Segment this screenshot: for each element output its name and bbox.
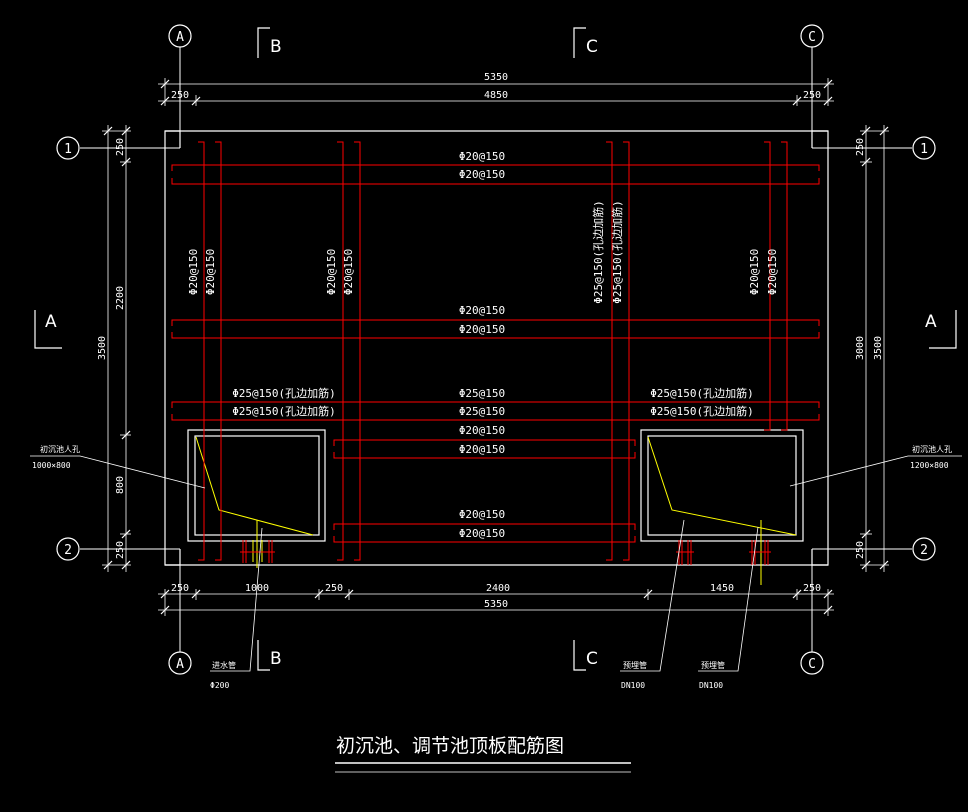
dim-left-mid: 2200 [115,286,126,310]
section-label-c-bottom: C [586,649,598,669]
rebar-label-h3-mid-top: Φ25@150 [459,387,505,400]
rebar-label-h4-top: Φ20@150 [459,424,505,437]
axis-label-1-right: 1 [920,142,928,157]
rebar-label-v1-inner: Φ20@150 [204,249,217,295]
section-label-b-top: B [270,37,282,57]
rebar-label-h5-bottom: Φ20@150 [459,527,505,540]
note-pipe-3: 预埋管 [701,660,725,670]
rebar-label-h2-top: Φ20@150 [459,304,505,317]
note-left-hole: 初沉池人孔 [40,444,80,454]
rebar-label-h1-top: Φ20@150 [459,150,505,163]
axis-label-a-bottom: A [176,657,184,672]
dim-top-right: 250 [803,90,821,101]
section-label-b-bottom: B [270,649,282,669]
rebar-label-h4-bottom: Φ20@150 [459,443,505,456]
rebar-label-h3-mid-bottom: Φ25@150 [459,405,505,418]
rebar-label-h2-bottom: Φ20@150 [459,323,505,336]
axis-label-2-right: 2 [920,543,928,558]
rebar-horizontal [171,164,820,543]
section-label-a-left: A [45,312,57,332]
note-pipe-2: 预埋管 [623,660,647,670]
axis-label-c-top: C [808,30,816,45]
note-pipe-2-size: DN100 [621,681,645,690]
note-pipe-3-size: DN100 [699,681,723,690]
axis-bubbles [56,24,936,675]
dim-bottom-total: 5350 [484,599,508,610]
axis-label-c-bottom: C [808,657,816,672]
rebar-label-v3-outer: Φ25@150(孔边加筋) [591,200,605,304]
rebar-label-h5-top: Φ20@150 [459,508,505,521]
dim-top-left: 250 [171,90,189,101]
dim-bottom-3: 250 [325,583,343,594]
dim-bottom-1: 250 [171,583,189,594]
rebar-label-h3-left-top: Φ25@150(孔边加筋) [232,386,336,400]
leader-lines [30,455,962,672]
dim-right-bot: 250 [855,541,866,559]
rebar-vertical [198,141,788,565]
dim-left-low: 800 [115,476,126,494]
dim-right-mid: 3000 [855,336,866,360]
dim-top-mid: 4850 [484,90,508,101]
dim-top-total: 5350 [484,72,508,83]
dimension-lines [102,78,889,616]
drawing-title: 初沉池、调节池顶板配筋图 [336,735,564,757]
dimension-ticks [103,79,889,615]
axis-lines [80,47,912,652]
dim-bottom-6: 250 [803,583,821,594]
note-right-hole: 初沉池人孔 [912,444,952,454]
dim-right-total: 3500 [873,336,884,360]
dim-bottom-5: 1450 [710,583,734,594]
axis-label-2-left: 2 [64,543,72,558]
dim-left-bot: 250 [115,541,126,559]
axis-label-1-left: 1 [64,142,72,157]
rebar-label-v1-outer: Φ20@150 [187,249,200,295]
rebar-label-v4-outer: Φ20@150 [748,249,761,295]
note-left-hole-size: 1000×800 [32,461,71,470]
rebar-label-v2-inner: Φ20@150 [342,249,355,295]
right-manhole [640,429,804,542]
section-marks [34,27,957,671]
dim-bottom-4: 2400 [486,583,510,594]
slab-outline [164,130,829,566]
note-right-hole-size: 1200×800 [910,461,949,470]
note-pipe-1-size: Φ200 [210,681,229,690]
dim-left-total: 3500 [97,336,108,360]
rebar-label-v4-inner: Φ20@150 [766,249,779,295]
rebar-label-h3-left-bottom: Φ25@150(孔边加筋) [232,404,336,418]
dim-right-top: 250 [855,138,866,156]
section-label-a-right: A [925,312,937,332]
rebar-label-v2-outer: Φ20@150 [325,249,338,295]
dim-left-top: 250 [115,138,126,156]
rebar-label-v3-inner: Φ25@150(孔边加筋) [610,200,624,304]
section-label-c-top: C [586,37,598,57]
rebar-label-h3-right-bottom: Φ25@150(孔边加筋) [650,404,754,418]
axis-label-a-top: A [176,30,184,45]
note-pipe-1: 进水管 [212,660,236,670]
rebar-label-h3-right-top: Φ25@150(孔边加筋) [650,386,754,400]
rebar-label-h1-bottom: Φ20@150 [459,168,505,181]
